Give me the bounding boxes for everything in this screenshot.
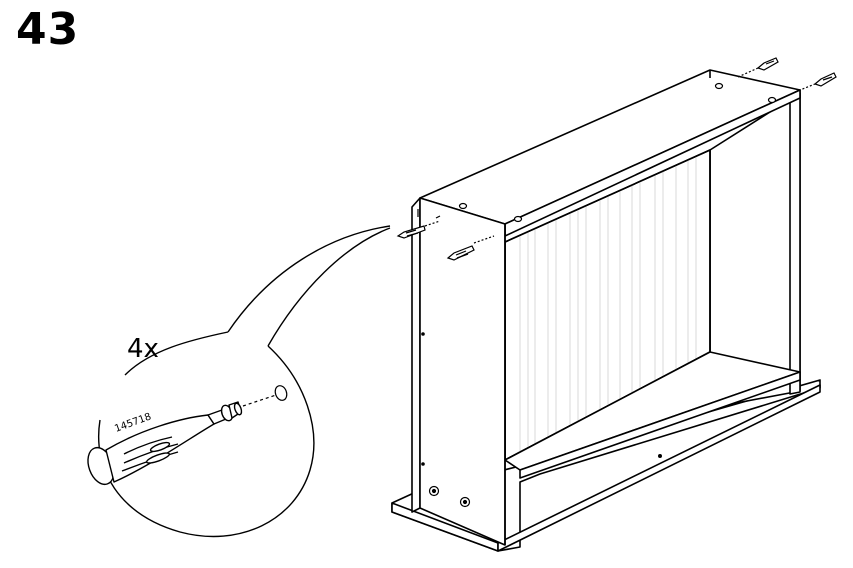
screw-dowel-icon bbox=[795, 73, 836, 92]
quantity-label: 4x bbox=[127, 334, 159, 364]
screw-dowel-icon bbox=[738, 58, 778, 77]
detail-callout bbox=[99, 226, 390, 537]
detail-insertion bbox=[243, 384, 289, 406]
cabinet-frame bbox=[392, 70, 820, 551]
hole-icon bbox=[716, 84, 723, 89]
detail-dowel bbox=[83, 402, 243, 488]
hole-icon bbox=[273, 384, 288, 402]
left-side-panel-edge bbox=[412, 198, 420, 512]
right-side-panel-edge bbox=[790, 90, 800, 394]
hole-icon bbox=[460, 204, 467, 209]
hole-icon bbox=[515, 217, 522, 222]
hole-icon bbox=[769, 98, 776, 103]
